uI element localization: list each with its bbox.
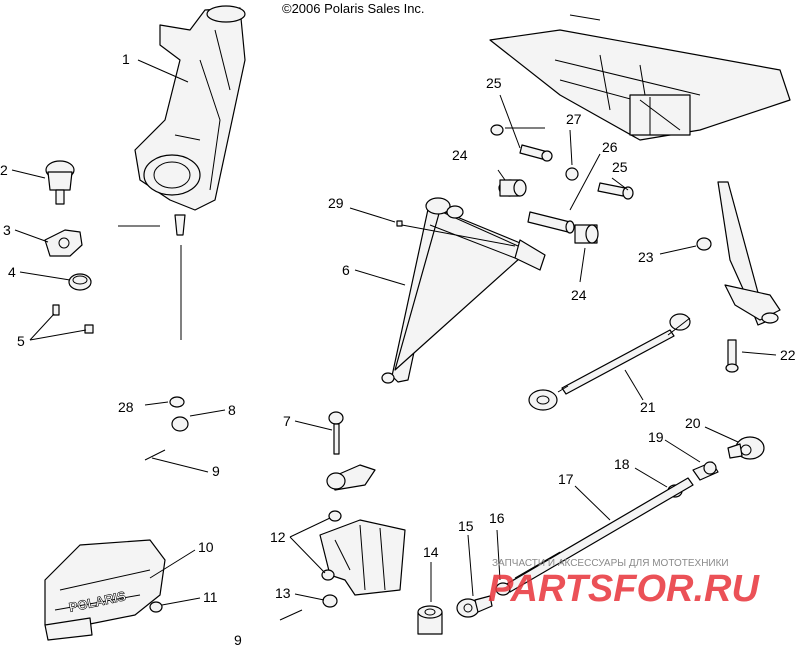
bushing-lower-part — [574, 224, 599, 244]
callout-15: 15 — [458, 518, 474, 534]
callout-1: 1 — [122, 51, 130, 67]
cotter-pin-upper-part — [144, 449, 166, 461]
bolt-upper-part — [490, 124, 553, 162]
callout-7: 7 — [283, 413, 291, 429]
spindle-knuckle-part — [134, 5, 246, 236]
bolt-right-part — [597, 182, 634, 200]
pivot-tube-part — [527, 211, 575, 234]
callout-13: 13 — [275, 585, 291, 601]
watermark-tagline: ЗАПЧАСТИ И АКСЕССУАРЫ ДЛЯ МОТОТЕХНИКИ — [492, 558, 729, 569]
frame-part — [489, 14, 791, 141]
callout-25-right: 25 — [612, 159, 628, 175]
bushing-upper-part — [498, 179, 527, 197]
callout-17: 17 — [558, 471, 574, 487]
callout-10: 10 — [198, 539, 214, 555]
washer-28-part — [169, 396, 185, 408]
callout-14: 14 — [423, 544, 439, 560]
watermark-logo: PARTSFOR.RU — [488, 568, 760, 610]
callout-24-lower: 24 — [571, 287, 587, 303]
copyright-text: ©2006 Polaris Sales Inc. — [282, 1, 425, 16]
callout-11: 11 — [203, 589, 218, 605]
watermark: ЗАПЧАСТИ И АКСЕССУАРЫ ДЛЯ МОТОТЕХНИКИ PA… — [488, 558, 760, 610]
bracket-assembly-part — [319, 510, 406, 608]
callout-21: 21 — [640, 399, 656, 415]
callout-8: 8 — [228, 402, 236, 418]
callout-28: 28 — [118, 399, 134, 415]
nut-23-part — [696, 237, 712, 251]
rod-end-20-part — [727, 436, 765, 460]
callout-12: 12 — [270, 529, 286, 545]
callout-5: 5 — [17, 333, 25, 349]
nut-27-part — [565, 167, 579, 181]
bushing-14-part — [417, 605, 443, 635]
small-bolts-part — [52, 304, 94, 334]
rod-end-15-part — [456, 595, 493, 618]
pin-29-part — [396, 220, 403, 227]
callout-22: 22 — [780, 347, 796, 363]
leader-lines — [11, 59, 777, 606]
tie-rod-part — [528, 313, 691, 411]
callout-9-upper: 9 — [212, 463, 220, 479]
callout-27: 27 — [566, 111, 582, 127]
steering-post-part — [717, 181, 781, 326]
skid-guard-part: POLARIS — [44, 539, 166, 641]
nut-8-part — [171, 416, 189, 432]
callout-26: 26 — [602, 139, 618, 155]
callout-9-lower: 9 — [234, 632, 242, 648]
ball-joint-part — [45, 160, 75, 205]
nut-16-part — [495, 582, 511, 596]
cap-part — [68, 273, 92, 291]
callout-3: 3 — [3, 222, 11, 238]
callout-29: 29 — [328, 195, 344, 211]
cotter-pin-lower-part — [279, 609, 303, 621]
callout-18: 18 — [614, 456, 630, 472]
callout-25-upper: 25 — [486, 75, 502, 91]
bolt-11-part — [149, 601, 163, 613]
callout-19: 19 — [648, 429, 664, 445]
callout-labels: 1 2 3 4 5 6 7 8 9 9 10 11 12 13 14 15 16… — [0, 51, 796, 648]
link-bolt-part — [326, 411, 376, 491]
bolt-22-part — [725, 339, 739, 373]
jam-nut-19-part — [692, 461, 719, 481]
callout-16: 16 — [489, 510, 505, 526]
callout-24-upper: 24 — [452, 147, 468, 163]
callout-2: 2 — [0, 162, 8, 178]
a-arm-part — [381, 197, 546, 384]
callout-6: 6 — [342, 262, 350, 278]
callout-23: 23 — [638, 249, 654, 265]
callout-20: 20 — [685, 415, 701, 431]
retainer-plate-part — [44, 229, 83, 257]
callout-4: 4 — [8, 264, 16, 280]
